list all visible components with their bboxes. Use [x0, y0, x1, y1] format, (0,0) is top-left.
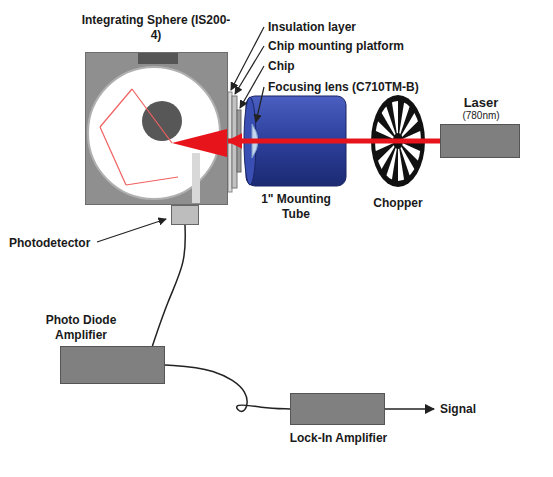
photodetector: Photodetector	[171, 205, 199, 225]
part-label: Chip mounting platform	[268, 39, 468, 54]
leader-line	[97, 219, 166, 242]
node-label: Lock-In Amplifier	[286, 431, 391, 446]
laser-beam	[228, 139, 440, 144]
leader-line	[235, 46, 264, 94]
signal-cable	[152, 225, 185, 346]
integrating-sphere: Integrating Sphere (IS200-4)	[85, 52, 228, 205]
node-label: Integrating Sphere (IS200-4)	[81, 13, 231, 43]
node-label: Photodetector	[9, 236, 109, 251]
signal-label: Signal	[440, 402, 520, 417]
part-label: Focusing lens (C710TM-B)	[268, 80, 488, 95]
sphere-interior	[86, 53, 227, 204]
part-label: Chip	[268, 59, 468, 74]
signal-wire	[385, 408, 434, 410]
part-label: Insulation layer	[268, 20, 468, 35]
node-sublabel: (780nm)	[431, 110, 531, 123]
leader-line	[256, 87, 264, 122]
lock-in-amplifier: Lock-In Amplifier	[290, 393, 385, 425]
leader-line	[231, 27, 264, 90]
signal-cable	[165, 365, 290, 411]
laser: Laser(780nm)	[440, 124, 520, 158]
node-label: Laser	[431, 95, 531, 111]
node-label: Photo Diode Amplifier	[21, 313, 141, 343]
photo-diode-amplifier: Photo Diode Amplifier	[60, 346, 165, 384]
part-label: Chopper	[358, 196, 438, 211]
part-label: 1" Mounting Tube	[253, 192, 339, 222]
